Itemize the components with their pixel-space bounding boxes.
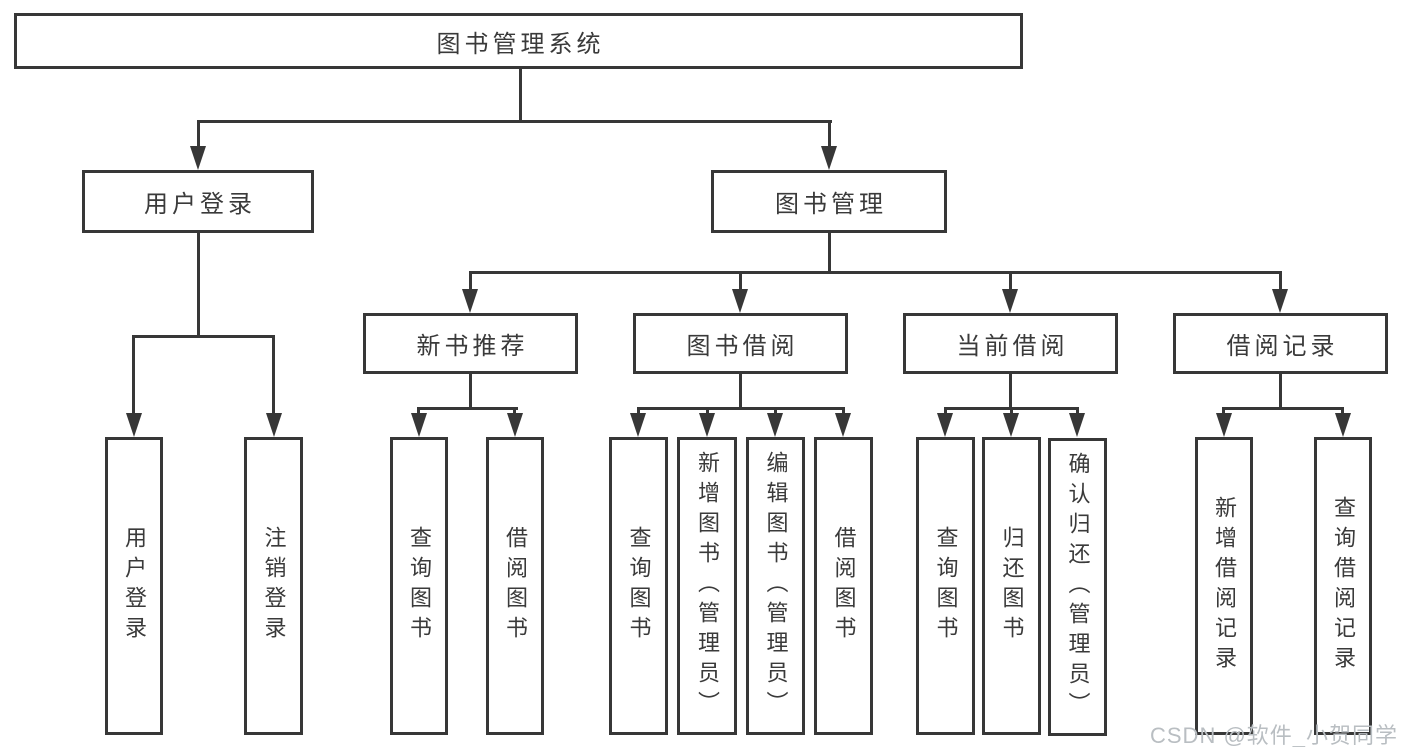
- connector-line: [417, 407, 420, 417]
- connector-line: [519, 69, 522, 123]
- arrowhead-down-icon: [630, 413, 646, 437]
- connector-line: [637, 407, 845, 410]
- leaf-borrow-books-borrowing: 借阅图书: [814, 437, 873, 735]
- arrowhead-down-icon: [937, 413, 953, 437]
- connector-line: [1341, 407, 1344, 417]
- arrowhead-down-icon: [835, 413, 851, 437]
- arrowhead-down-icon: [1272, 289, 1288, 313]
- leaf-query-borrow-record: 查询借阅记录: [1314, 437, 1372, 735]
- node-label: 新增图书（管理员）: [695, 451, 720, 721]
- arrowhead-down-icon: [126, 413, 142, 437]
- leaf-add-book-admin: 新增图书（管理员）: [677, 437, 737, 735]
- node-label: 查询图书: [626, 526, 652, 646]
- node-label: 新增借阅记录: [1212, 496, 1237, 676]
- connector-line: [774, 407, 777, 417]
- arrowhead-down-icon: [1003, 413, 1019, 437]
- node-book-management: 图书管理: [711, 170, 947, 233]
- arrowhead-down-icon: [1069, 413, 1085, 437]
- connector-line: [828, 120, 831, 148]
- connector-line: [469, 271, 1282, 274]
- arrowhead-down-icon: [699, 413, 715, 437]
- node-new-book-recommend: 新书推荐: [363, 313, 578, 374]
- connector-line: [637, 407, 640, 417]
- connector-line: [197, 120, 200, 148]
- connector-line: [272, 335, 275, 415]
- leaf-return-books: 归还图书: [982, 437, 1041, 735]
- arrowhead-down-icon: [266, 413, 282, 437]
- node-label: 查询图书: [407, 526, 432, 646]
- node-label: 图书借阅: [686, 333, 799, 360]
- leaf-borrow-books-recommend: 借阅图书: [486, 437, 544, 735]
- connector-line: [842, 407, 845, 417]
- node-borrowing-records: 借阅记录: [1173, 313, 1388, 374]
- node-library-system: 图书管理系统: [14, 13, 1023, 69]
- leaf-add-borrow-record: 新增借阅记录: [1195, 437, 1253, 735]
- connector-line: [1010, 407, 1013, 417]
- connector-line: [417, 407, 518, 410]
- leaf-query-books-current: 查询图书: [916, 437, 975, 735]
- node-label: 用户登录: [122, 526, 147, 646]
- arrowhead-down-icon: [1335, 413, 1351, 437]
- connector-line: [1222, 407, 1225, 417]
- node-label: 归还图书: [999, 526, 1025, 646]
- arrowhead-down-icon: [821, 146, 837, 170]
- connector-line: [1279, 374, 1282, 410]
- arrowhead-down-icon: [732, 289, 748, 313]
- connector-line: [197, 233, 200, 337]
- leaf-query-books-recommend: 查询图书: [390, 437, 448, 735]
- arrowhead-down-icon: [190, 146, 206, 170]
- node-label: 查询借阅记录: [1331, 496, 1356, 676]
- node-label: 新书推荐: [416, 333, 529, 360]
- node-label: 用户登录: [144, 191, 256, 218]
- node-label: 借阅图书: [831, 526, 857, 646]
- node-label: 注销登录: [261, 526, 287, 646]
- node-label: 确认归还（管理员）: [1065, 452, 1091, 722]
- connector-line: [513, 407, 516, 417]
- leaf-confirm-return-admin: 确认归还（管理员）: [1048, 438, 1107, 736]
- leaf-logout: 注销登录: [244, 437, 303, 735]
- connector-line: [1222, 407, 1344, 410]
- connector-line: [197, 120, 832, 123]
- arrowhead-down-icon: [507, 413, 523, 437]
- connector-line: [1279, 271, 1282, 291]
- connector-line: [1009, 271, 1012, 291]
- node-label: 图书管理系统: [436, 30, 605, 58]
- node-label: 借阅记录: [1226, 333, 1339, 360]
- connector-line: [469, 271, 472, 291]
- leaf-user-login: 用户登录: [105, 437, 163, 735]
- connector-line: [739, 374, 742, 410]
- node-user-login: 用户登录: [82, 170, 314, 233]
- node-label: 查询图书: [933, 526, 959, 646]
- connector-line: [828, 233, 831, 273]
- node-label: 编辑图书（管理员）: [763, 451, 789, 721]
- connector-line: [132, 335, 275, 338]
- node-book-borrowing: 图书借阅: [633, 313, 848, 374]
- connector-line: [1009, 374, 1012, 410]
- connector-line: [706, 407, 709, 417]
- arrowhead-down-icon: [462, 289, 478, 313]
- arrowhead-down-icon: [767, 413, 783, 437]
- connector-line: [132, 335, 135, 415]
- arrowhead-down-icon: [411, 413, 427, 437]
- node-label: 借阅图书: [503, 526, 528, 646]
- node-current-borrowing: 当前借阅: [903, 313, 1118, 374]
- connector-line: [944, 407, 947, 417]
- watermark: CSDN @软件_小贺同学: [1150, 723, 1399, 747]
- connector-line: [739, 271, 742, 291]
- leaf-edit-book-admin: 编辑图书（管理员）: [746, 437, 805, 735]
- node-label: 图书管理: [775, 191, 887, 218]
- arrowhead-down-icon: [1216, 413, 1232, 437]
- leaf-query-books-borrowing: 查询图书: [609, 437, 668, 735]
- connector-line: [469, 374, 472, 410]
- arrowhead-down-icon: [1002, 289, 1018, 313]
- node-label: 当前借阅: [956, 333, 1069, 360]
- connector-line: [1076, 407, 1079, 417]
